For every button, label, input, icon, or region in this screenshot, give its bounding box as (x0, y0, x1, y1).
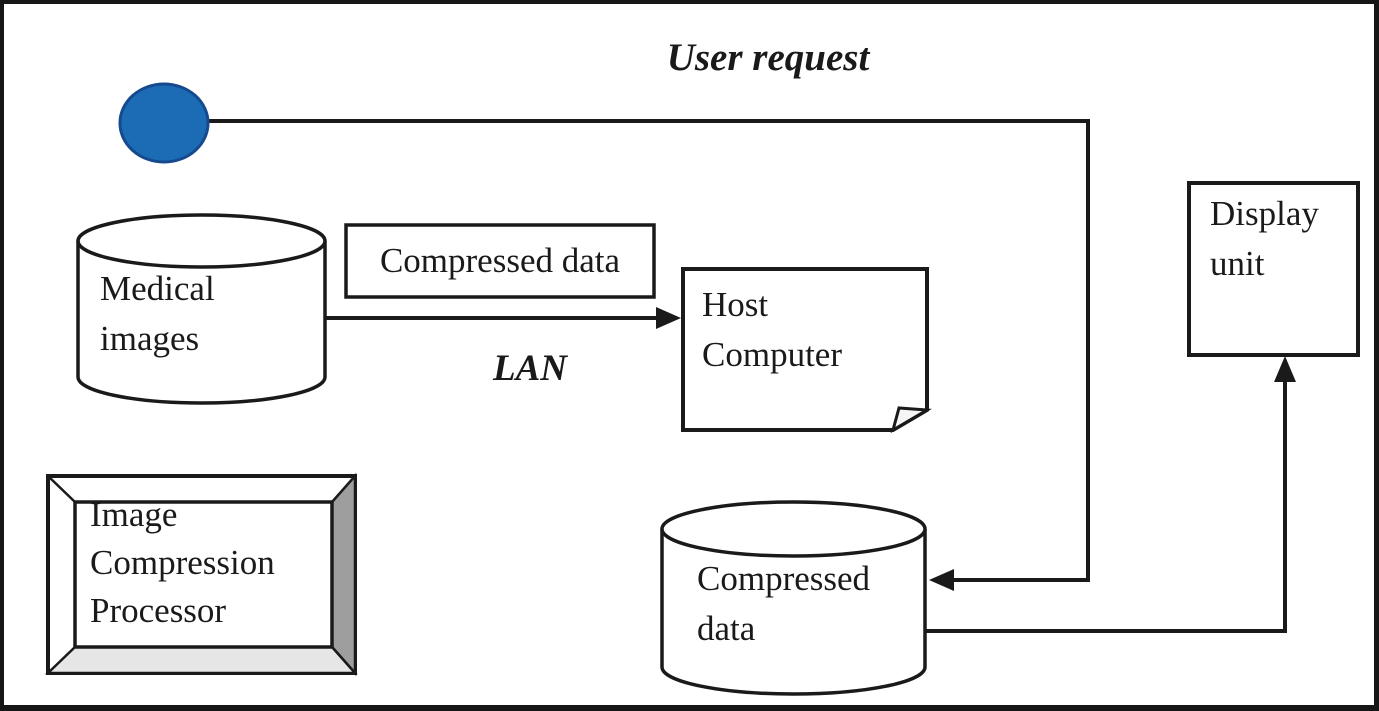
compressed-data-store-cylinder-body (660, 529, 927, 696)
image-compression-processor-bevel-right (330, 472, 357, 677)
compressed-data-label-box (344, 223, 656, 299)
medical-images-label-line1: Medical (100, 269, 215, 308)
image-compression-processor-inner-panel (73, 500, 334, 649)
medical-images-cylinder-body (76, 241, 327, 405)
image-compression-processor-bevel-topleft-edge (47, 475, 76, 503)
user-request-label: User request (666, 36, 870, 79)
compressed-data-store-label: Compressed data (697, 554, 870, 654)
host-computer-label: Host Computer (702, 280, 842, 380)
image-compression-processor-label-line2: Compression (90, 543, 275, 582)
image-compression-processor-label: Image Compression Processor (90, 491, 275, 635)
display-unit-label-line1: Display (1210, 194, 1319, 233)
arrowhead-up-into-display-unit (1274, 356, 1296, 382)
lan-label: LAN (493, 348, 567, 389)
host-computer-label-line2: Computer (702, 335, 842, 374)
user-request-connector-line (205, 119, 1090, 582)
arrowhead-right-into-host-computer (656, 307, 681, 329)
host-computer-folded-corner (890, 406, 932, 434)
display-unit-box (1187, 181, 1360, 357)
host-computer-label-line1: Host (702, 285, 769, 324)
store-to-display-connector-line (925, 380, 1287, 633)
image-compression-processor-label-line3: Processor (90, 591, 227, 630)
compressed-data-store-label-line1: Compressed (697, 559, 871, 598)
compressed-data-store-cylinder-top (660, 500, 927, 558)
image-compression-processor-label-line1: Image (90, 495, 178, 534)
display-unit-label: Display unit (1210, 189, 1319, 289)
compressed-data-store-label-line2: data (697, 609, 756, 648)
display-unit-label-line2: unit (1210, 244, 1265, 283)
medical-images-cylinder-top (76, 213, 327, 269)
user-terminal-ellipse (118, 82, 210, 164)
medical-images-label-line2: images (100, 319, 200, 358)
arrowhead-left-into-compressed-data-store (929, 569, 954, 591)
compressed-data-box-label: Compressed data (379, 241, 621, 280)
image-compression-processor-bevel-bottom (44, 645, 358, 675)
medical-images-label: Medical images (100, 264, 215, 364)
